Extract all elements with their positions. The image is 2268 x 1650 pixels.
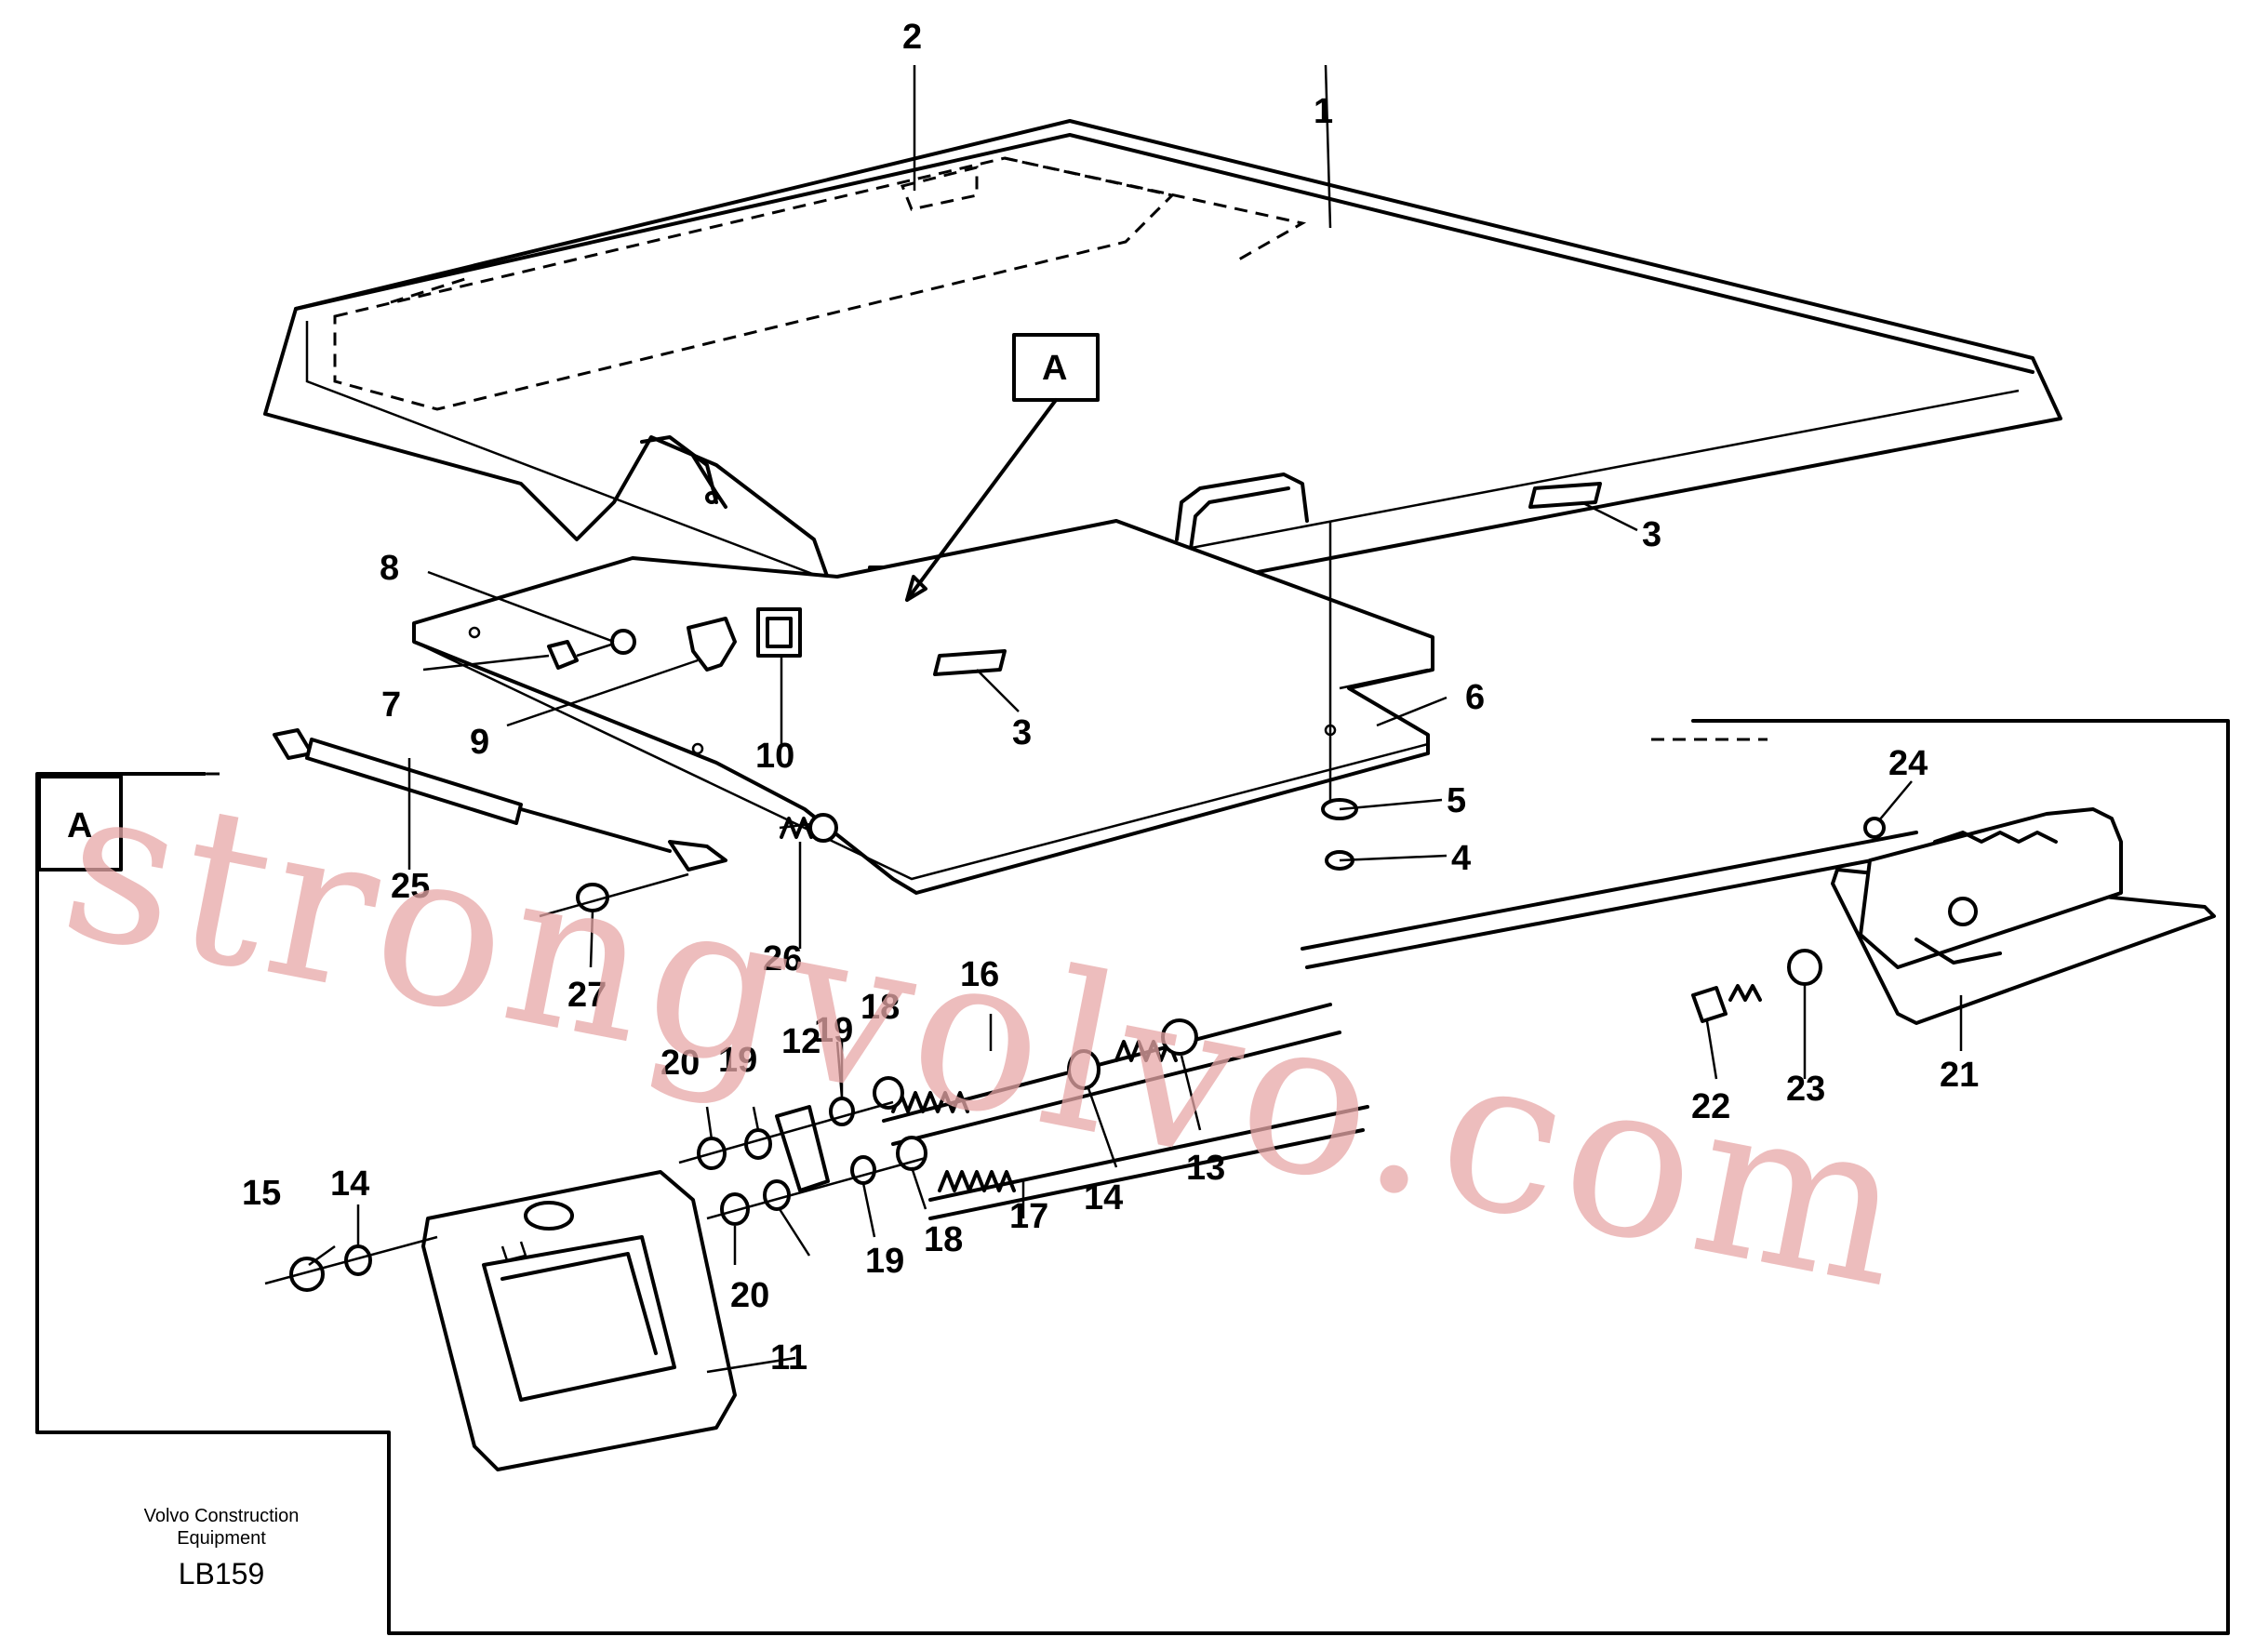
callout-27: 27 bbox=[567, 976, 607, 1015]
callout-1: 1 bbox=[1314, 92, 1333, 131]
seal bbox=[756, 607, 802, 658]
spring-lower bbox=[938, 1170, 1016, 1192]
washer-19-upper bbox=[744, 1128, 772, 1160]
pin-24 bbox=[1863, 817, 1886, 839]
spring-upper bbox=[891, 1091, 969, 1113]
callout-22: 22 bbox=[1691, 1087, 1730, 1126]
callout-14-left: 14 bbox=[330, 1164, 369, 1204]
callout-5: 5 bbox=[1447, 781, 1466, 820]
detail-a-marker-label: A bbox=[67, 806, 92, 845]
detail-callout-label: A bbox=[1042, 349, 1067, 388]
caption-company-line2: Equipment bbox=[177, 1528, 266, 1549]
detail-callout-box bbox=[1012, 333, 1100, 402]
callout-15: 15 bbox=[242, 1174, 281, 1213]
gas-strut bbox=[273, 728, 727, 872]
callout-8: 8 bbox=[380, 549, 399, 588]
callout-16: 16 bbox=[960, 955, 999, 994]
handle-assembly bbox=[421, 1170, 737, 1471]
latch-21 bbox=[1831, 807, 2216, 1025]
callout-11: 11 bbox=[770, 1338, 807, 1377]
callout-18-lower: 18 bbox=[924, 1220, 963, 1259]
detail-frame bbox=[35, 719, 2230, 1635]
washer-8 bbox=[610, 629, 636, 655]
callout-25: 25 bbox=[391, 867, 430, 906]
callout-numbers: 1 2 3 3 4 5 6 7 8 9 10 11 13 14 14 15 16… bbox=[242, 18, 1979, 1377]
plate-12 bbox=[775, 1105, 830, 1192]
bolt-22 bbox=[1691, 986, 1728, 1023]
callout-10: 10 bbox=[755, 737, 794, 776]
nut-18-upper bbox=[873, 1076, 904, 1110]
callout-19-upper-b: 19 bbox=[814, 1011, 853, 1050]
callout-26: 26 bbox=[763, 939, 802, 978]
caption-code: LB159 bbox=[178, 1557, 265, 1590]
washer-19-lower bbox=[763, 1179, 791, 1211]
nut-15 bbox=[289, 1257, 325, 1292]
callout-4: 4 bbox=[1451, 839, 1471, 878]
base-plate bbox=[412, 519, 1434, 895]
callout-19-upper: 19 bbox=[718, 1041, 757, 1080]
callout-12: 12 bbox=[781, 1022, 820, 1061]
callout-17: 17 bbox=[1009, 1197, 1048, 1236]
washer-23 bbox=[1787, 949, 1822, 986]
leader-lines bbox=[308, 64, 1963, 1374]
callout-20-lower: 20 bbox=[730, 1276, 769, 1315]
caption-company-line1: Volvo Construction bbox=[143, 1506, 300, 1526]
callout-21: 21 bbox=[1940, 1056, 1979, 1095]
callout-23: 23 bbox=[1786, 1070, 1825, 1109]
rubber-pad-right bbox=[1528, 482, 1602, 509]
nut-13 bbox=[1161, 1018, 1198, 1056]
callout-6: 6 bbox=[1465, 678, 1485, 717]
caption-block: Volvo Construction Equipment LB159 bbox=[119, 1505, 324, 1594]
callout-14-right: 14 bbox=[1084, 1178, 1123, 1218]
washer-14 bbox=[1067, 1049, 1101, 1090]
bolt-7 bbox=[547, 640, 579, 670]
callout-19-lower: 19 bbox=[865, 1242, 904, 1281]
callout-2: 2 bbox=[902, 18, 922, 57]
callout-3-left: 3 bbox=[1012, 713, 1032, 752]
top-cover bbox=[263, 119, 2062, 644]
callout-20-upper: 20 bbox=[660, 1044, 700, 1083]
rubber-pad-left bbox=[933, 649, 1007, 676]
nut-20-lower bbox=[720, 1192, 750, 1226]
washer-19-lower-a bbox=[850, 1155, 876, 1185]
callout-3-right: 3 bbox=[1642, 515, 1661, 554]
callout-9: 9 bbox=[470, 723, 489, 762]
callout-24: 24 bbox=[1888, 744, 1928, 783]
hinge-bracket bbox=[687, 617, 737, 672]
detail-a-marker bbox=[37, 775, 123, 872]
detail-callout-arrow bbox=[905, 398, 1058, 602]
nut-26 bbox=[808, 813, 838, 843]
callout-7: 7 bbox=[381, 685, 401, 725]
callout-18-upper: 18 bbox=[861, 988, 900, 1027]
callout-13: 13 bbox=[1186, 1149, 1225, 1188]
